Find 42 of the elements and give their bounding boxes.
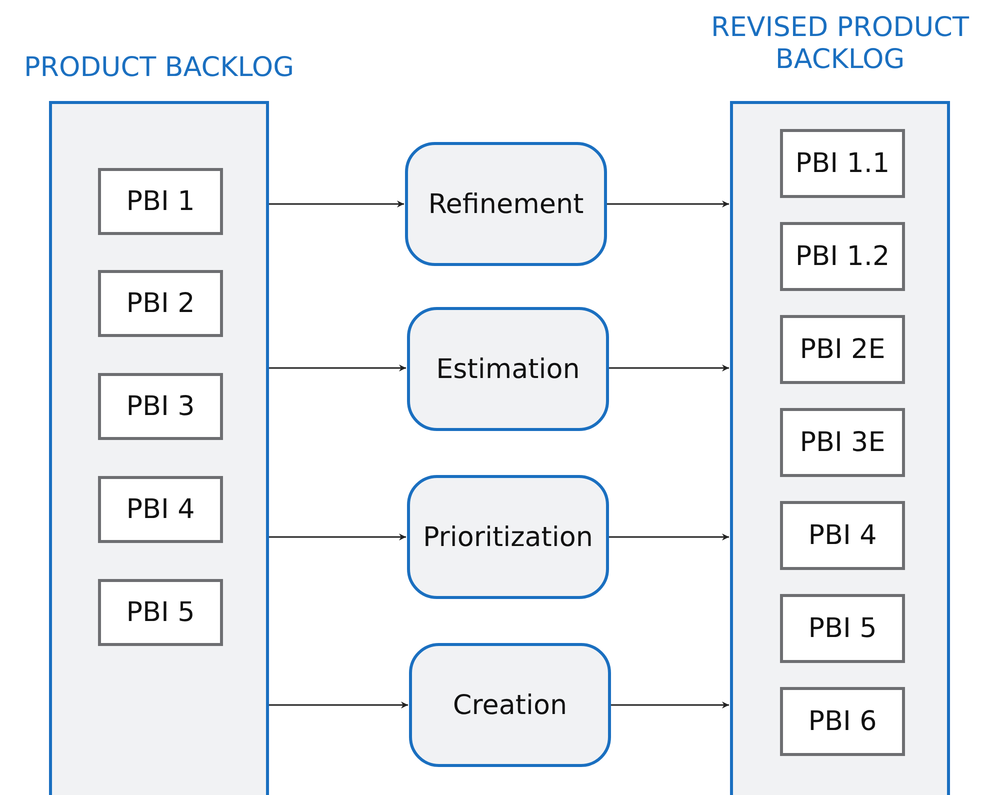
item-box bbox=[98, 373, 223, 440]
item-label: PBI 6 bbox=[808, 706, 877, 737]
process-label: Estimation bbox=[436, 354, 580, 384]
process-box bbox=[407, 475, 609, 599]
arrow bbox=[269, 534, 406, 540]
item-label: PBI 4 bbox=[808, 520, 877, 551]
item-label: PBI 4 bbox=[126, 494, 195, 525]
item-label: PBI 2 bbox=[126, 288, 195, 319]
item-box bbox=[780, 222, 905, 291]
process-label: Creation bbox=[452, 690, 568, 720]
item-box bbox=[780, 501, 905, 570]
item-box bbox=[780, 129, 905, 198]
item-box bbox=[98, 270, 223, 337]
item-box bbox=[98, 579, 223, 646]
arrow bbox=[611, 702, 729, 708]
item-box bbox=[780, 315, 905, 384]
arrow bbox=[609, 364, 729, 372]
process-box bbox=[409, 643, 611, 767]
panel-heading: REVISED PRODUCT BACKLOG bbox=[710, 12, 970, 76]
arrow bbox=[609, 534, 729, 540]
arrow bbox=[607, 200, 729, 208]
item-label: PBI 1.2 bbox=[795, 241, 890, 272]
item-box bbox=[780, 408, 905, 477]
item-label: PBI 2E bbox=[800, 334, 886, 365]
process-label: Prioritization bbox=[422, 522, 594, 552]
panel-heading: PRODUCT BACKLOG bbox=[22, 52, 296, 84]
arrow bbox=[269, 200, 404, 208]
process-box bbox=[407, 307, 609, 431]
item-box bbox=[780, 687, 905, 756]
item-label: PBI 3 bbox=[126, 391, 195, 422]
item-label: PBI 3E bbox=[800, 427, 886, 458]
item-box bbox=[780, 594, 905, 663]
item-label: PBI 1.1 bbox=[795, 148, 890, 179]
item-box bbox=[98, 168, 223, 235]
arrow bbox=[269, 702, 408, 708]
process-label: Refinement bbox=[428, 188, 584, 220]
arrow bbox=[269, 364, 406, 372]
item-label: PBI 5 bbox=[808, 613, 877, 644]
item-label: PBI 1 bbox=[126, 186, 195, 217]
item-box bbox=[98, 476, 223, 543]
item-label: PBI 5 bbox=[126, 597, 195, 628]
process-box bbox=[405, 142, 607, 266]
